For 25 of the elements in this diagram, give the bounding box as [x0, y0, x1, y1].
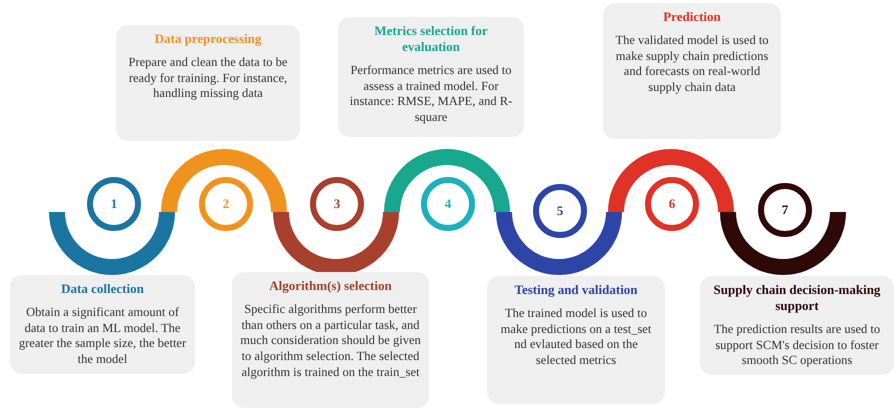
step-card — [487, 276, 665, 404]
step-description: The validated model is used to make supply chain predictions and forecasts on real-world supply chain data — [614, 33, 770, 96]
step-number-circle: 1 — [87, 177, 141, 231]
step-number-circle: 2 — [199, 177, 253, 231]
step-description: Prepare and clean the data to be ready for training. For instance, handling missing data — [128, 55, 288, 102]
step-description: Specific algorithms perform better than others on a particular task, and much consideration should be given to algorithm selection. The selected algorithm is trained on the train_set — [239, 302, 422, 380]
step-card — [10, 275, 195, 374]
step-description: Obtain a significant amount of data to train an ML model. The greater the sample size, the better the model — [18, 305, 188, 368]
step-description: Performance metrics are used to assess a trained model. For instance: RMSE, MAPE, and R-square — [348, 63, 514, 126]
step-title: Data preprocessing — [154, 31, 262, 47]
step-number-circle: 3 — [310, 177, 364, 231]
step-title: Metrics selection for evaluation — [373, 23, 489, 55]
step-number-circle: 5 — [533, 184, 587, 238]
step-card — [700, 276, 894, 375]
step-title: Data collection — [60, 281, 145, 297]
step-title: Testing and validation — [513, 282, 639, 298]
step-title: Prediction — [662, 9, 722, 25]
step-number-circle: 6 — [645, 177, 699, 231]
step-number-circle: 7 — [758, 183, 812, 237]
step-description: The trained model is used to make predictions on a test_set nd evlauted based on the selected metrics — [500, 306, 652, 368]
step-number-circle: 4 — [421, 177, 475, 231]
step-title: Supply chain decision-making support — [712, 282, 882, 314]
step-card — [232, 272, 429, 408]
step-title: Algorithm(s) selection — [268, 278, 393, 294]
step-description: The prediction results are used to support SCM's decision to foster smooth SC operations — [712, 322, 882, 369]
